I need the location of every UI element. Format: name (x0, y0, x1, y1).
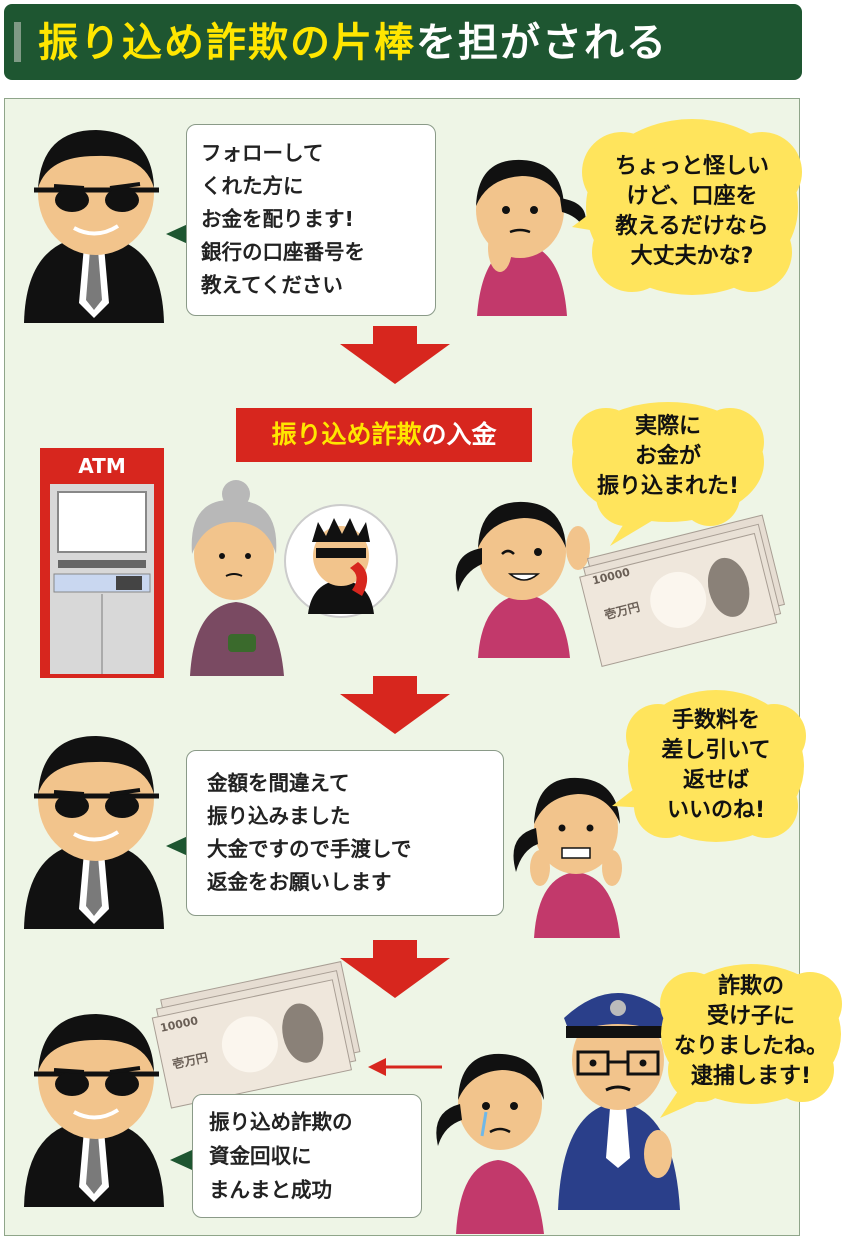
victim-happy-figure (455, 501, 590, 658)
thought-line: けど、口座を (626, 184, 758, 209)
down-arrow-2 (340, 676, 450, 734)
phone-scammer-bubble (284, 504, 398, 618)
scammer-speech-2: 金額を間違えて 振り込みました 大金ですので手渡しで 返金をお願いします (186, 750, 504, 916)
banknote-stack-1 (579, 514, 786, 667)
label-rest: の入金 (421, 420, 497, 449)
speech-line: 資金回収に (209, 1144, 312, 1168)
speech-line: 振り込め詐欺の (209, 1110, 353, 1134)
thought-line: いいのね! (666, 798, 766, 823)
thought-line: 逮捕します! (690, 1064, 812, 1089)
thought-line: 差し引いて (661, 738, 771, 763)
police-officer-figure (558, 993, 680, 1210)
thought-cloud-2 (572, 402, 764, 546)
scammer-figure-2 (24, 736, 164, 929)
thought-line: ちょっと怪しい (614, 154, 769, 179)
speech-line: 銀行の口座番号を (201, 240, 365, 264)
speech-line: 大金ですので手渡しで (207, 837, 412, 861)
victim-thought-2: 実際に お金が 振り込まれた! (580, 412, 756, 502)
thought-line: 受け子に (706, 1004, 795, 1029)
title-rest: を担がされる (416, 20, 668, 66)
speech-line: 教えてください (201, 273, 343, 297)
thought-line: 教えるだけなら (615, 214, 769, 239)
thought-cloud-3 (612, 690, 806, 842)
banknote-stack-2 (151, 961, 361, 1109)
page-title: 振り込め詐欺の片棒を担がされる (38, 8, 668, 78)
elderly-woman-figure (190, 480, 284, 676)
thought-line: なりましたね。 (673, 1034, 828, 1059)
thought-line: お金が (634, 444, 701, 469)
step-label: 振り込め詐欺の入金 (236, 408, 532, 462)
speech-line: 返金をお願いします (207, 870, 392, 894)
speech-line: まんまと成功 (209, 1178, 332, 1202)
thought-cloud-4 (660, 964, 842, 1118)
scammer-speech-1: フォローして くれた方に お金を配ります! 銀行の口座番号を 教えてください (186, 124, 436, 316)
atm-label: ATM (78, 454, 126, 478)
down-arrow-1 (340, 326, 450, 384)
speech-tail-3 (170, 1150, 192, 1170)
speech-line: 金額を間違えて (207, 771, 350, 795)
speech-line: フォローして (201, 141, 324, 165)
label-highlight: 振り込め詐欺 (271, 420, 422, 449)
scammer-figure-3 (24, 1014, 164, 1207)
left-arrow (368, 1058, 442, 1076)
victim-thinking-figure (476, 159, 586, 316)
scammer-figure-1 (24, 130, 164, 323)
speech-line: お金を配ります! (201, 207, 354, 231)
speech-tail-1 (166, 224, 188, 244)
thought-line: 手数料を (671, 708, 760, 733)
thought-line: 大丈夫かな? (630, 244, 754, 269)
thought-cloud-1 (572, 119, 802, 295)
victim-worried-figure (513, 777, 622, 938)
victim-thought-3: 手数料を 差し引いて 返せば いいのね! (636, 706, 796, 826)
title-accent-bar (14, 22, 21, 62)
down-arrow-3 (340, 940, 450, 998)
thought-line: 詐欺の (717, 974, 784, 999)
result-speech: 振り込め詐欺の 資金回収に まんまと成功 (192, 1094, 422, 1218)
victim-crying-figure (436, 1053, 544, 1234)
police-thought: 詐欺の 受け子に なりましたね。 逮捕します! (662, 972, 840, 1092)
title-banner (4, 4, 802, 80)
thought-line: 返せば (682, 768, 749, 793)
victim-thought-1: ちょっと怪しい けど、口座を 教えるだけなら 大丈夫かな? (592, 152, 792, 272)
thought-line: 実際に (634, 414, 701, 439)
speech-line: 振り込みました (207, 804, 351, 828)
speech-line: くれた方に (201, 174, 304, 198)
atm-machine (40, 448, 164, 678)
thought-line: 振り込まれた! (596, 474, 740, 499)
speech-tail-2 (166, 836, 188, 856)
title-highlight: 振り込め詐欺の片棒 (38, 20, 416, 66)
